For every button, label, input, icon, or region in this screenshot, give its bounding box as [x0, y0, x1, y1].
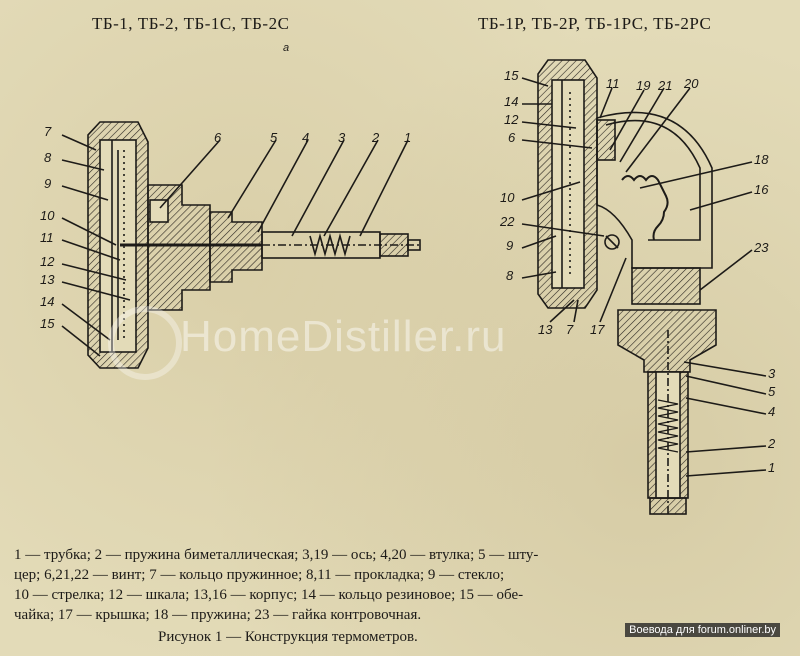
- legend-line: чайка; 17 — крышка; 18 — пружина; 23 — г…: [14, 607, 422, 623]
- left-callout: 3: [338, 130, 346, 145]
- left-callout: 4: [302, 130, 310, 145]
- right-thermometer-drawing: [521, 59, 767, 515]
- right-callout: 7: [566, 322, 574, 337]
- left-callout: 9: [44, 176, 52, 191]
- credit-label: Воевода для forum.onliner.by: [625, 623, 780, 637]
- right-callout: 20: [684, 76, 699, 91]
- left-callout: 2: [372, 130, 380, 145]
- left-thermometer-drawing: [61, 121, 421, 369]
- watermark-text: HomeDistiller.ru: [180, 312, 507, 361]
- right-callout: 11: [606, 76, 620, 91]
- legend-line: 1 — трубка; 2 — пружина биметаллическая;…: [14, 547, 539, 563]
- right-callout: 6: [508, 130, 516, 145]
- right-callout: 4: [768, 404, 776, 419]
- right-callout: 5: [768, 384, 776, 399]
- legend-line: цер; 6,21,22 — винт; 7 — кольцо пружинно…: [14, 567, 505, 583]
- thermometer-drawings: [61, 59, 767, 515]
- right-callout: 10: [500, 190, 515, 205]
- left-callout: 11: [40, 230, 54, 245]
- right-callout: 15: [504, 68, 519, 83]
- right-callout: 1: [768, 460, 776, 475]
- right-callout: 13: [538, 322, 553, 337]
- right-callout: 2: [768, 436, 776, 451]
- figure-left-title: ТБ-1, ТБ-2, ТБ-1С, ТБ-2С: [92, 14, 290, 33]
- legend-line: 10 — стрелка; 12 — шкала; 13,16 — корпус…: [14, 587, 524, 603]
- left-callout: 15: [40, 316, 55, 331]
- left-callout: 5: [270, 130, 278, 145]
- watermark-logo: [108, 306, 182, 380]
- right-callout: 19: [636, 78, 651, 93]
- right-callout: 8: [506, 268, 514, 283]
- right-callout: 9: [506, 238, 514, 253]
- left-callout: 13: [40, 272, 55, 287]
- right-callout: 12: [504, 112, 519, 127]
- left-callout: 10: [40, 208, 55, 223]
- left-callout: 6: [214, 130, 222, 145]
- right-callout: 22: [500, 214, 515, 229]
- right-callout: 18: [754, 152, 769, 167]
- title-mark: а: [283, 42, 290, 54]
- left-callout: 1: [404, 130, 412, 145]
- figure-right-title: ТБ-1Р, ТБ-2Р, ТБ-1РС, ТБ-2РС: [478, 14, 712, 33]
- left-callout: 14: [40, 294, 55, 309]
- left-callout: 12: [40, 254, 55, 269]
- right-callout: 17: [590, 322, 605, 337]
- figure-caption: Рисунок 1 — Конструкция термометров.: [158, 629, 418, 645]
- right-callout: 23: [754, 240, 769, 255]
- right-callout: 3: [768, 366, 776, 381]
- left-callout: 8: [44, 150, 52, 165]
- right-callout: 21: [658, 78, 673, 93]
- legend: 1 — трубка; 2 — пружина биметаллическая;…: [14, 545, 784, 625]
- left-callout: 7: [44, 124, 52, 139]
- right-callout: 14: [504, 94, 519, 109]
- right-callout: 16: [754, 182, 769, 197]
